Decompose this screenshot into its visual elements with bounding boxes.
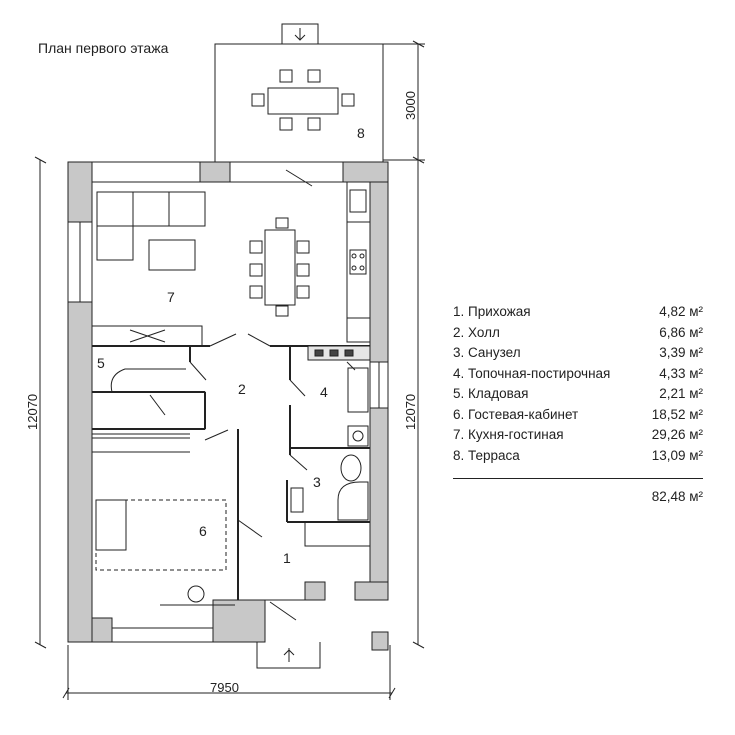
- legend-area: 4,82 м²: [659, 304, 703, 319]
- room-number-3: 3: [313, 474, 321, 490]
- dimension-terrace-depth: 3000: [403, 91, 418, 120]
- legend-total: 82,48 м²: [651, 489, 703, 504]
- legend-row: 5. Кладовая 2,21 м²: [453, 384, 703, 405]
- room-number-2: 2: [238, 381, 246, 397]
- legend-label: 2. Холл: [453, 324, 500, 340]
- room-number-8: 8: [357, 125, 365, 141]
- boiler-equipment: [307, 345, 371, 447]
- room-legend: 1. Прихожая 4,82 м² 2. Холл 6,86 м² 3. Сан…: [453, 302, 703, 508]
- legend-area: 13,09 м²: [651, 447, 703, 463]
- closet-living: [91, 325, 203, 347]
- legend-row: 4. Топочная-постирочная 4,33 м²: [453, 364, 703, 385]
- dimension-height-right: 12070: [403, 394, 418, 430]
- room-number-4: 4: [320, 384, 328, 400]
- room-number-6: 6: [199, 523, 207, 539]
- stairs: [91, 391, 206, 430]
- terrace-outline: [214, 43, 384, 162]
- desk-chair: [187, 585, 205, 603]
- legend-row: 8. Терраса 13,09 м²: [453, 446, 703, 467]
- legend-row: 2. Холл 6,86 м²: [453, 323, 703, 344]
- coffee-table: [148, 239, 196, 271]
- legend-area: 4,33 м²: [659, 365, 703, 381]
- exterior-walls: [67, 161, 389, 651]
- legend-label: 1. Прихожая: [453, 304, 531, 319]
- legend-label: 4. Топочная-постирочная: [453, 365, 611, 381]
- legend-label: 7. Кухня-гостиная: [453, 427, 564, 442]
- sofa: [96, 191, 206, 261]
- legend-label: 8. Терраса: [453, 447, 520, 463]
- wardrobe-grille: [92, 437, 190, 453]
- hall-wardrobe: [304, 521, 371, 547]
- room-number-1: 1: [283, 550, 291, 566]
- windows: [67, 161, 389, 643]
- legend-divider: [453, 478, 703, 479]
- legend-area: 29,26 м²: [651, 427, 703, 442]
- legend-label: 6. Гостевая-кабинет: [453, 406, 579, 422]
- kitchen-counter: [346, 181, 371, 343]
- terrace-table: [251, 69, 355, 131]
- doors: [189, 169, 356, 621]
- legend-area: 3,39 м²: [659, 345, 703, 360]
- legend-row: 1. Прихожая 4,82 м²: [453, 302, 703, 323]
- legend-row: 7. Кухня-гостиная 29,26 м²: [453, 425, 703, 446]
- legend-row: 3. Санузел 3,39 м²: [453, 343, 703, 364]
- entrance-porch: [256, 642, 321, 669]
- room-number-5: 5: [97, 355, 105, 371]
- interior-walls: [92, 345, 370, 600]
- dimension-height-left: 12070: [25, 394, 40, 430]
- dimension-lines: [34, 40, 425, 700]
- stair-curve: [110, 368, 186, 393]
- dimension-width: 7950: [210, 680, 239, 695]
- bathroom-fixtures: [290, 454, 369, 521]
- guest-bed: [95, 499, 227, 571]
- legend-label: 3. Санузел: [453, 345, 521, 360]
- dining-table: [249, 217, 310, 317]
- room-number-7: 7: [167, 289, 175, 305]
- plan-title: План первого этажа: [38, 40, 169, 56]
- legend-row: 6. Гостевая-кабинет 18,52 м²: [453, 405, 703, 426]
- terrace-steps: [281, 23, 319, 45]
- legend-label: 5. Кладовая: [453, 386, 529, 401]
- legend-area: 2,21 м²: [659, 386, 703, 401]
- legend-area: 6,86 м²: [659, 324, 703, 340]
- legend-area: 18,52 м²: [651, 406, 703, 422]
